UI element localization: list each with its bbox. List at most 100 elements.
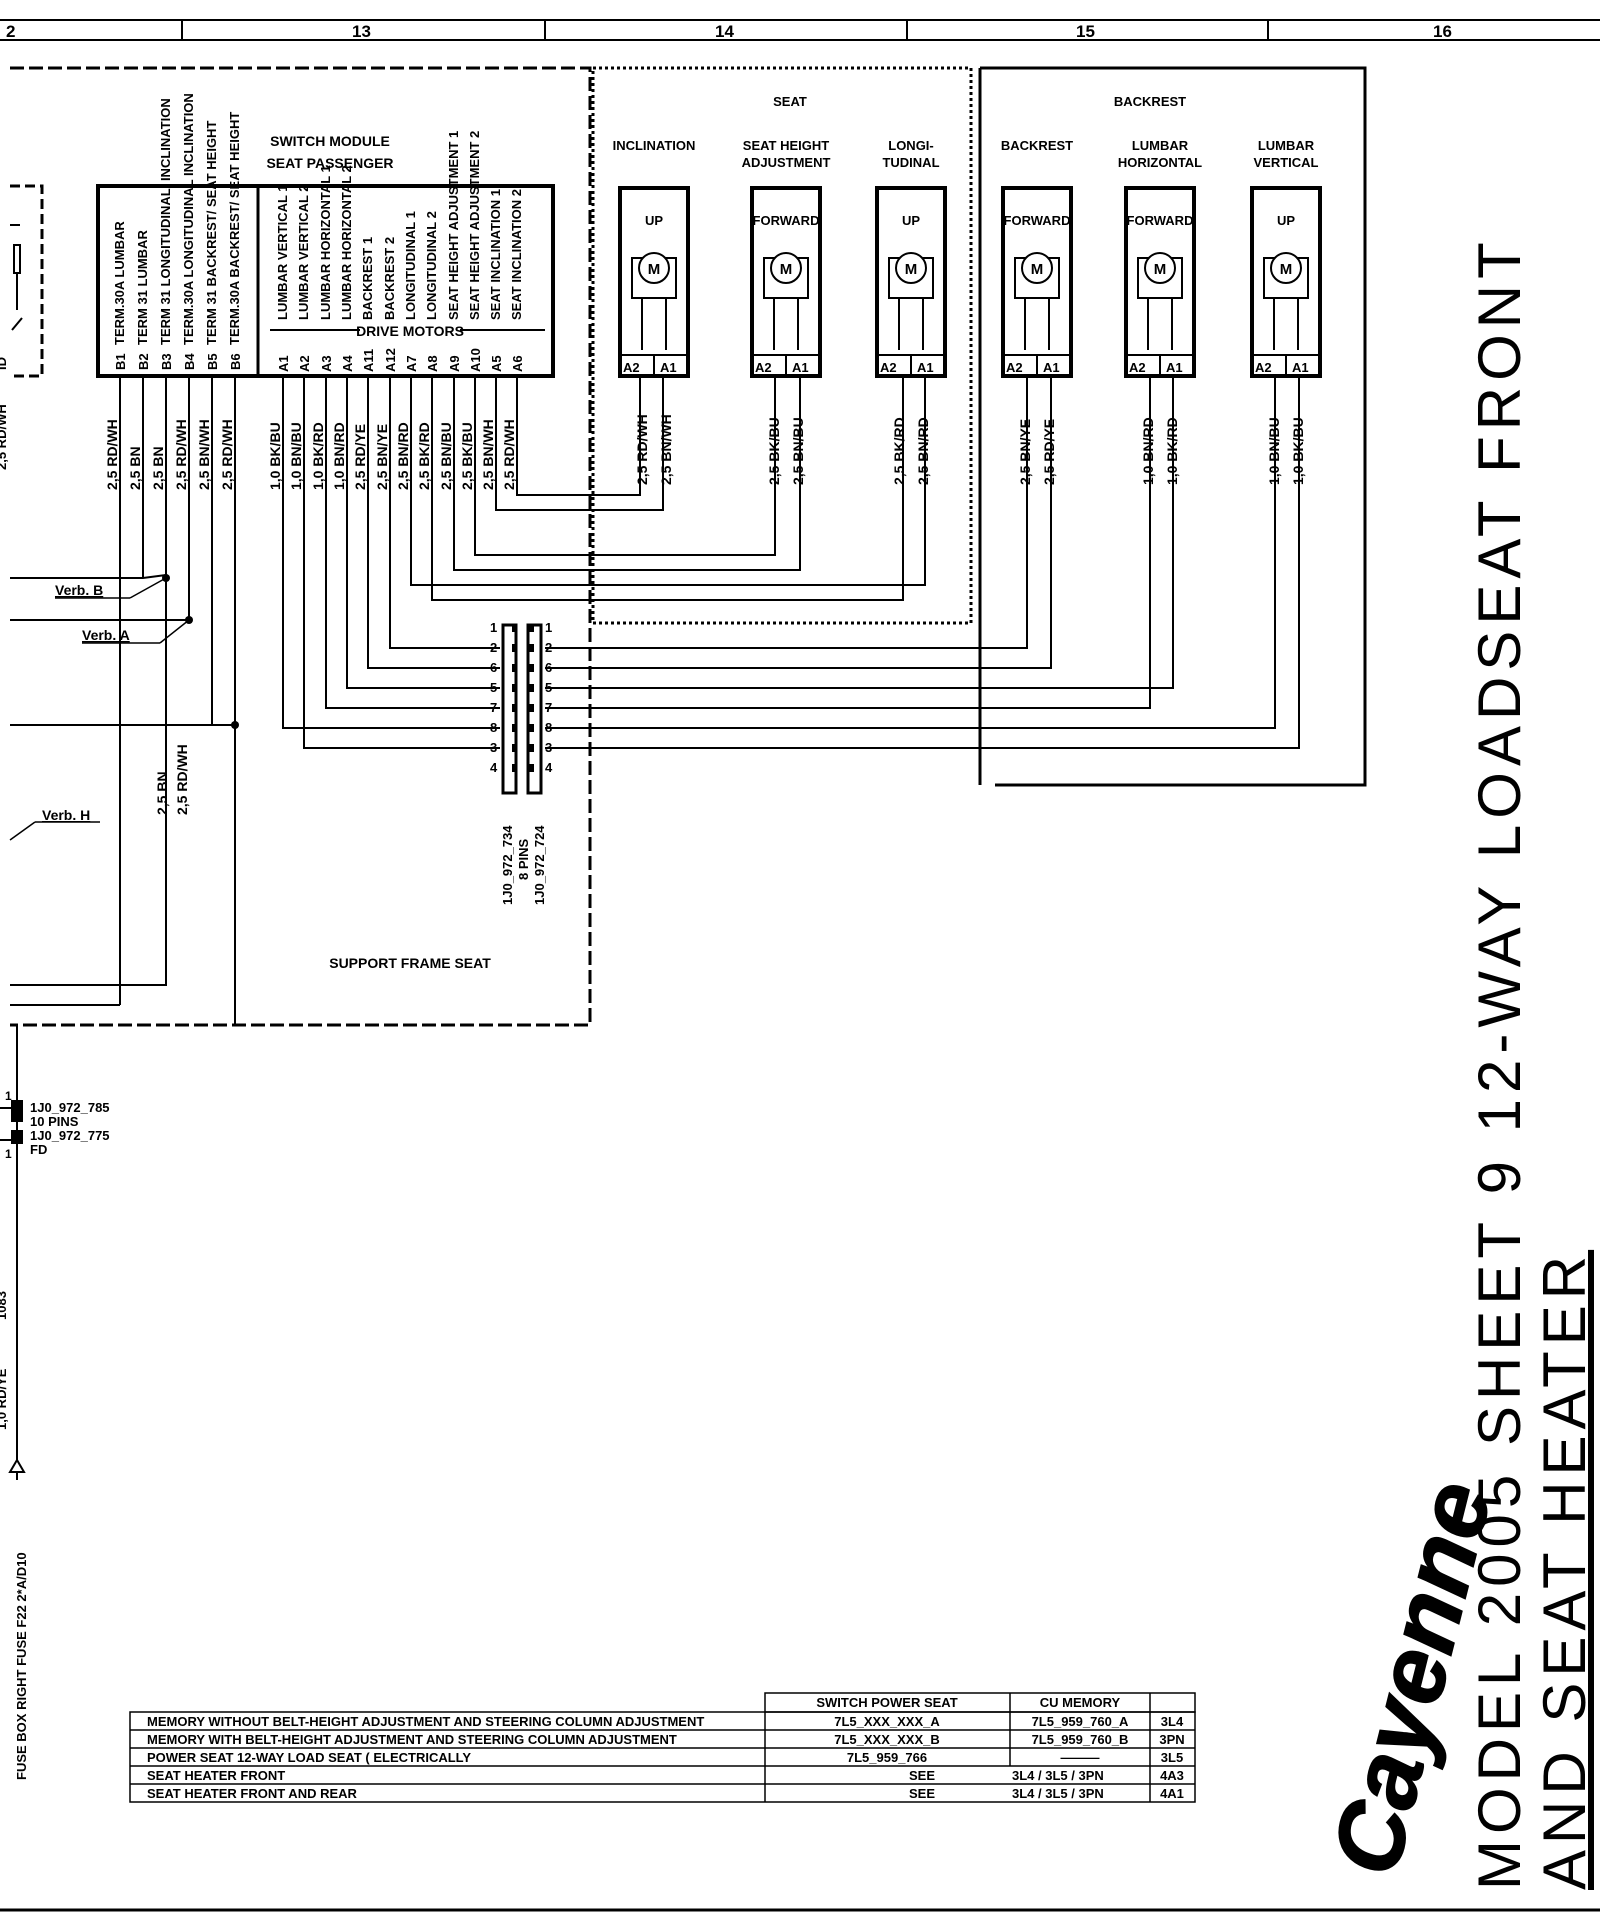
- pin-label: A1: [276, 355, 291, 372]
- pin-label: B3: [159, 353, 174, 370]
- motor-label: LUMBAR: [1132, 138, 1189, 153]
- column-number: 13: [352, 22, 371, 41]
- switch-module: SWITCH MODULE SEAT PASSENGER DRIVE MOTOR…: [96, 93, 555, 490]
- pin-function: LONGITUDINAL 1: [403, 211, 418, 320]
- motor-icon: [770, 252, 802, 284]
- motor-label: LUMBAR: [1258, 138, 1315, 153]
- table-row: MEMORY WITH BELT-HEIGHT ADJUSTMENT AND S…: [147, 1732, 1185, 1747]
- wire-label: 2,5 RD/WH: [219, 419, 235, 490]
- table-cell: 3L5: [1161, 1750, 1183, 1765]
- pin-label: A2: [1006, 360, 1023, 375]
- pin-label: A11: [361, 349, 376, 372]
- motor-symbol: M: [780, 261, 793, 278]
- connector-pin: 8: [545, 720, 552, 735]
- column-header: 2 13 14 15 16: [0, 19, 1600, 41]
- pin-function: TERM.30A LONGITUDINAL INCLINATION: [181, 93, 196, 345]
- pin-label: A2: [623, 360, 640, 375]
- column-number: 16: [1433, 22, 1452, 41]
- connector-pin: 7: [490, 700, 497, 715]
- connector-pin: 4: [545, 760, 553, 775]
- pin-label: A2: [297, 355, 312, 372]
- pin-function: TERM.30A LUMBAR: [112, 221, 127, 345]
- connector-pin: 1: [5, 1089, 12, 1103]
- pin-function: LUMBAR VERTICAL 1: [275, 184, 290, 320]
- connector-part-b: 1J0_972_724: [532, 825, 547, 905]
- table-cell: 3PN: [1159, 1732, 1184, 1747]
- wire-label: 2,5 RD/WH: [501, 419, 517, 490]
- verb-label: Verb. H: [42, 807, 90, 823]
- pin-label: B2: [136, 353, 151, 370]
- pin-label: A1: [1292, 360, 1309, 375]
- wire-label: 2,5 BN/YE: [1017, 419, 1033, 485]
- motor-direction: FORWARD: [1004, 213, 1071, 228]
- column-number: 2: [6, 22, 15, 41]
- pin-function: SEAT HEIGHT ADJUSTMENT 1: [446, 131, 461, 320]
- connector-pin: 1: [490, 620, 497, 635]
- column-number: 15: [1076, 22, 1095, 41]
- motor-label: TUDINAL: [882, 155, 939, 170]
- table-cell: POWER SEAT 12-WAY LOAD SEAT ( ELECTRICAL…: [147, 1750, 471, 1765]
- wire-label: 2,5 RD/WH: [634, 414, 650, 485]
- pin-label: A2: [755, 360, 772, 375]
- wire-label: 2,5 BN/WH: [658, 414, 674, 485]
- pin-function: SEAT INCLINATION 1: [488, 189, 503, 320]
- pin-label: A1: [1043, 360, 1060, 375]
- motor-symbol: M: [1154, 261, 1167, 278]
- pin-label: A1: [660, 360, 677, 375]
- table-cell: MEMORY WITH BELT-HEIGHT ADJUSTMENT AND S…: [147, 1732, 677, 1747]
- pin-label: A6: [510, 355, 525, 372]
- motor-symbol: M: [648, 261, 661, 278]
- fuse-box-label: FUSE BOX RIGHT FUSE F22 2*A/D10: [14, 1552, 29, 1780]
- connector-pin: 3: [490, 740, 497, 755]
- wire-label: 2,5 BN: [154, 771, 170, 815]
- connector-pin: 7: [545, 700, 552, 715]
- motor-label: VERTICAL: [1254, 155, 1319, 170]
- wire-label: 2,5 BK/RD: [416, 422, 432, 490]
- wire-label: 2,5 BN/WH: [196, 419, 212, 490]
- table-cell: SEAT HEATER FRONT AND REAR: [147, 1786, 358, 1801]
- pin-function: SEAT HEIGHT ADJUSTMENT 2: [467, 131, 482, 320]
- switch-module-subtitle: SEAT PASSENGER: [266, 155, 393, 171]
- left-connector-label: 10 PINS: [30, 1114, 79, 1129]
- wire-label: 1,0 BK/BU: [267, 422, 283, 490]
- motor-label: HORIZONTAL: [1118, 155, 1202, 170]
- wire-label: 2,5 RD/WH: [174, 744, 190, 815]
- wire-label: 2,5 RD/WH: [104, 419, 120, 490]
- pin-label: B6: [228, 353, 243, 370]
- wire-label: 2,5 BK/RD: [891, 417, 907, 485]
- connector-pin: 6: [545, 660, 552, 675]
- pin-label: A8: [425, 355, 440, 372]
- table-cell: 7L5_959_760_B: [1032, 1732, 1129, 1747]
- pin-function: LUMBAR HORIZONTAL 1: [318, 165, 333, 320]
- motor-direction: UP: [645, 213, 663, 228]
- wire-label: ID: [0, 357, 9, 370]
- pin-function: BACKREST 1: [360, 237, 375, 320]
- drive-motors-label: DRIVE MOTORS: [356, 323, 464, 339]
- table-cell: 7L5_959_760_A: [1032, 1714, 1129, 1729]
- table-cell: 7L5_XXX_XXX_B: [834, 1732, 940, 1747]
- wire-label: 2,5 RD/YE: [1041, 419, 1057, 485]
- motor-label: BACKREST: [1001, 138, 1073, 153]
- wire-label: 2,5 BK/BU: [459, 422, 475, 490]
- pin-function: LUMBAR VERTICAL 2: [296, 184, 311, 320]
- left-connector-label: FD: [30, 1142, 47, 1157]
- motor-label: SEAT HEIGHT: [743, 138, 829, 153]
- motor-label: LONGI-: [888, 138, 934, 153]
- table-cell: SEE: [909, 1768, 935, 1783]
- wire-label: 1083: [0, 1291, 9, 1320]
- motor-symbol: M: [1280, 261, 1293, 278]
- wire-label: 1,0 BN/RD: [1140, 417, 1156, 485]
- left-dashed-box: [10, 184, 44, 378]
- pin-label: A3: [319, 355, 334, 372]
- connector-pin: 8: [490, 720, 497, 735]
- left-connector: 1 1 1J0_972_785 10 PINS 1J0_972_775 FD: [0, 1025, 110, 1480]
- wire-label: 2,5 RD/YE: [352, 424, 368, 490]
- table-cell: ———: [1061, 1750, 1100, 1765]
- motor-label: ADJUSTMENT: [742, 155, 831, 170]
- table-header: SWITCH POWER SEAT: [816, 1695, 957, 1710]
